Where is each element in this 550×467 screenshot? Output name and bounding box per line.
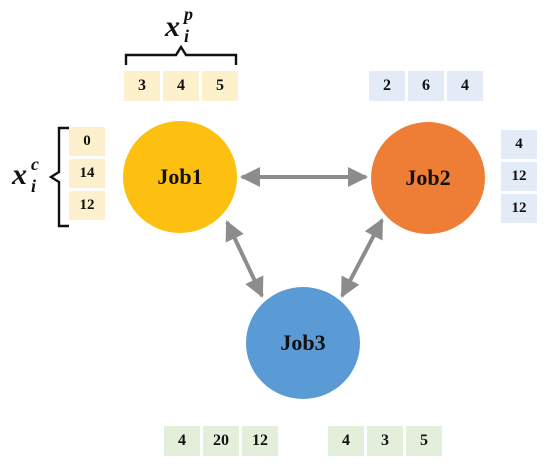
vector-cell: 4 [501,130,537,159]
vector-cell: 5 [202,71,238,101]
job1-left-vector: 0 14 12 [69,127,105,220]
vector-cell: 4 [164,426,200,456]
vector-cell: 12 [69,191,105,220]
job1-top-vector: 3 4 5 [124,71,238,101]
vector-cell: 12 [501,162,537,191]
vector-cell: 6 [408,71,444,101]
vector-cell: 12 [242,426,278,456]
xp-label: x p i [165,4,193,46]
vector-cell: 2 [369,71,405,101]
vector-cell: 5 [406,426,442,456]
vector-cell: 3 [124,71,160,101]
vector-cell: 4 [447,71,483,101]
vector-cell: 4 [163,71,199,101]
vector-cell: 20 [203,426,239,456]
vector-cell: 4 [328,426,364,456]
job3-label: Job3 [280,330,326,355]
job2-right-vector: 4 12 12 [501,130,537,223]
job2-label: Job2 [405,165,451,190]
job3-node: Job3 [246,287,360,399]
xc-brace [48,126,69,228]
xp-brace [124,44,238,65]
edge-job2-job3 [340,218,384,298]
job1-node: Job1 [123,121,237,233]
vector-cell: 12 [501,194,537,223]
vector-cell: 3 [367,426,403,456]
bottom-right-vector: 4 3 5 [328,426,442,456]
job2-top-vector: 2 6 4 [369,71,483,101]
bottom-left-vector: 4 20 12 [164,426,278,456]
job2-node: Job2 [371,122,485,234]
vector-cell: 14 [69,159,105,188]
xc-label: x c i [12,154,39,196]
edge-job1-job3 [225,220,264,298]
vector-cell: 0 [69,127,105,156]
job1-label: Job1 [157,164,203,189]
